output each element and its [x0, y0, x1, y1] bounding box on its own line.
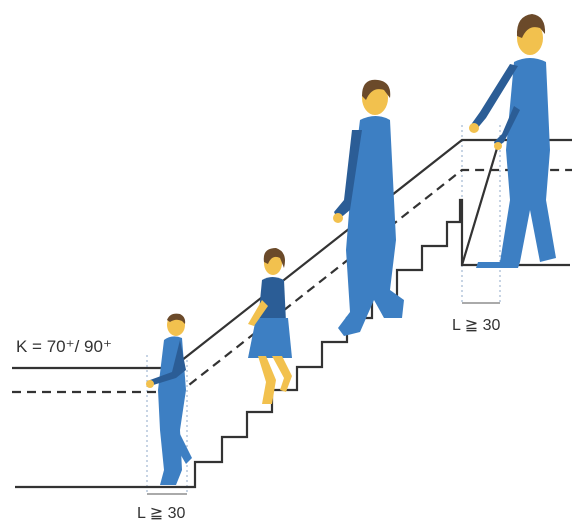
extension-label-bottom: L ≧ 30	[137, 505, 186, 522]
handrail-height-label: K = 70⁺/ 90⁺	[16, 337, 112, 356]
handrail-post	[460, 144, 500, 266]
figure-adult-climbing	[333, 79, 404, 336]
guide-lines	[146, 125, 501, 495]
figure-girl	[248, 248, 292, 404]
handrail-dashed	[12, 168, 572, 394]
extension-label-top: L ≧ 30	[452, 317, 501, 334]
figure-adult-top	[469, 14, 556, 268]
dimension-markers	[147, 302, 500, 495]
figure-small-child	[146, 313, 192, 485]
